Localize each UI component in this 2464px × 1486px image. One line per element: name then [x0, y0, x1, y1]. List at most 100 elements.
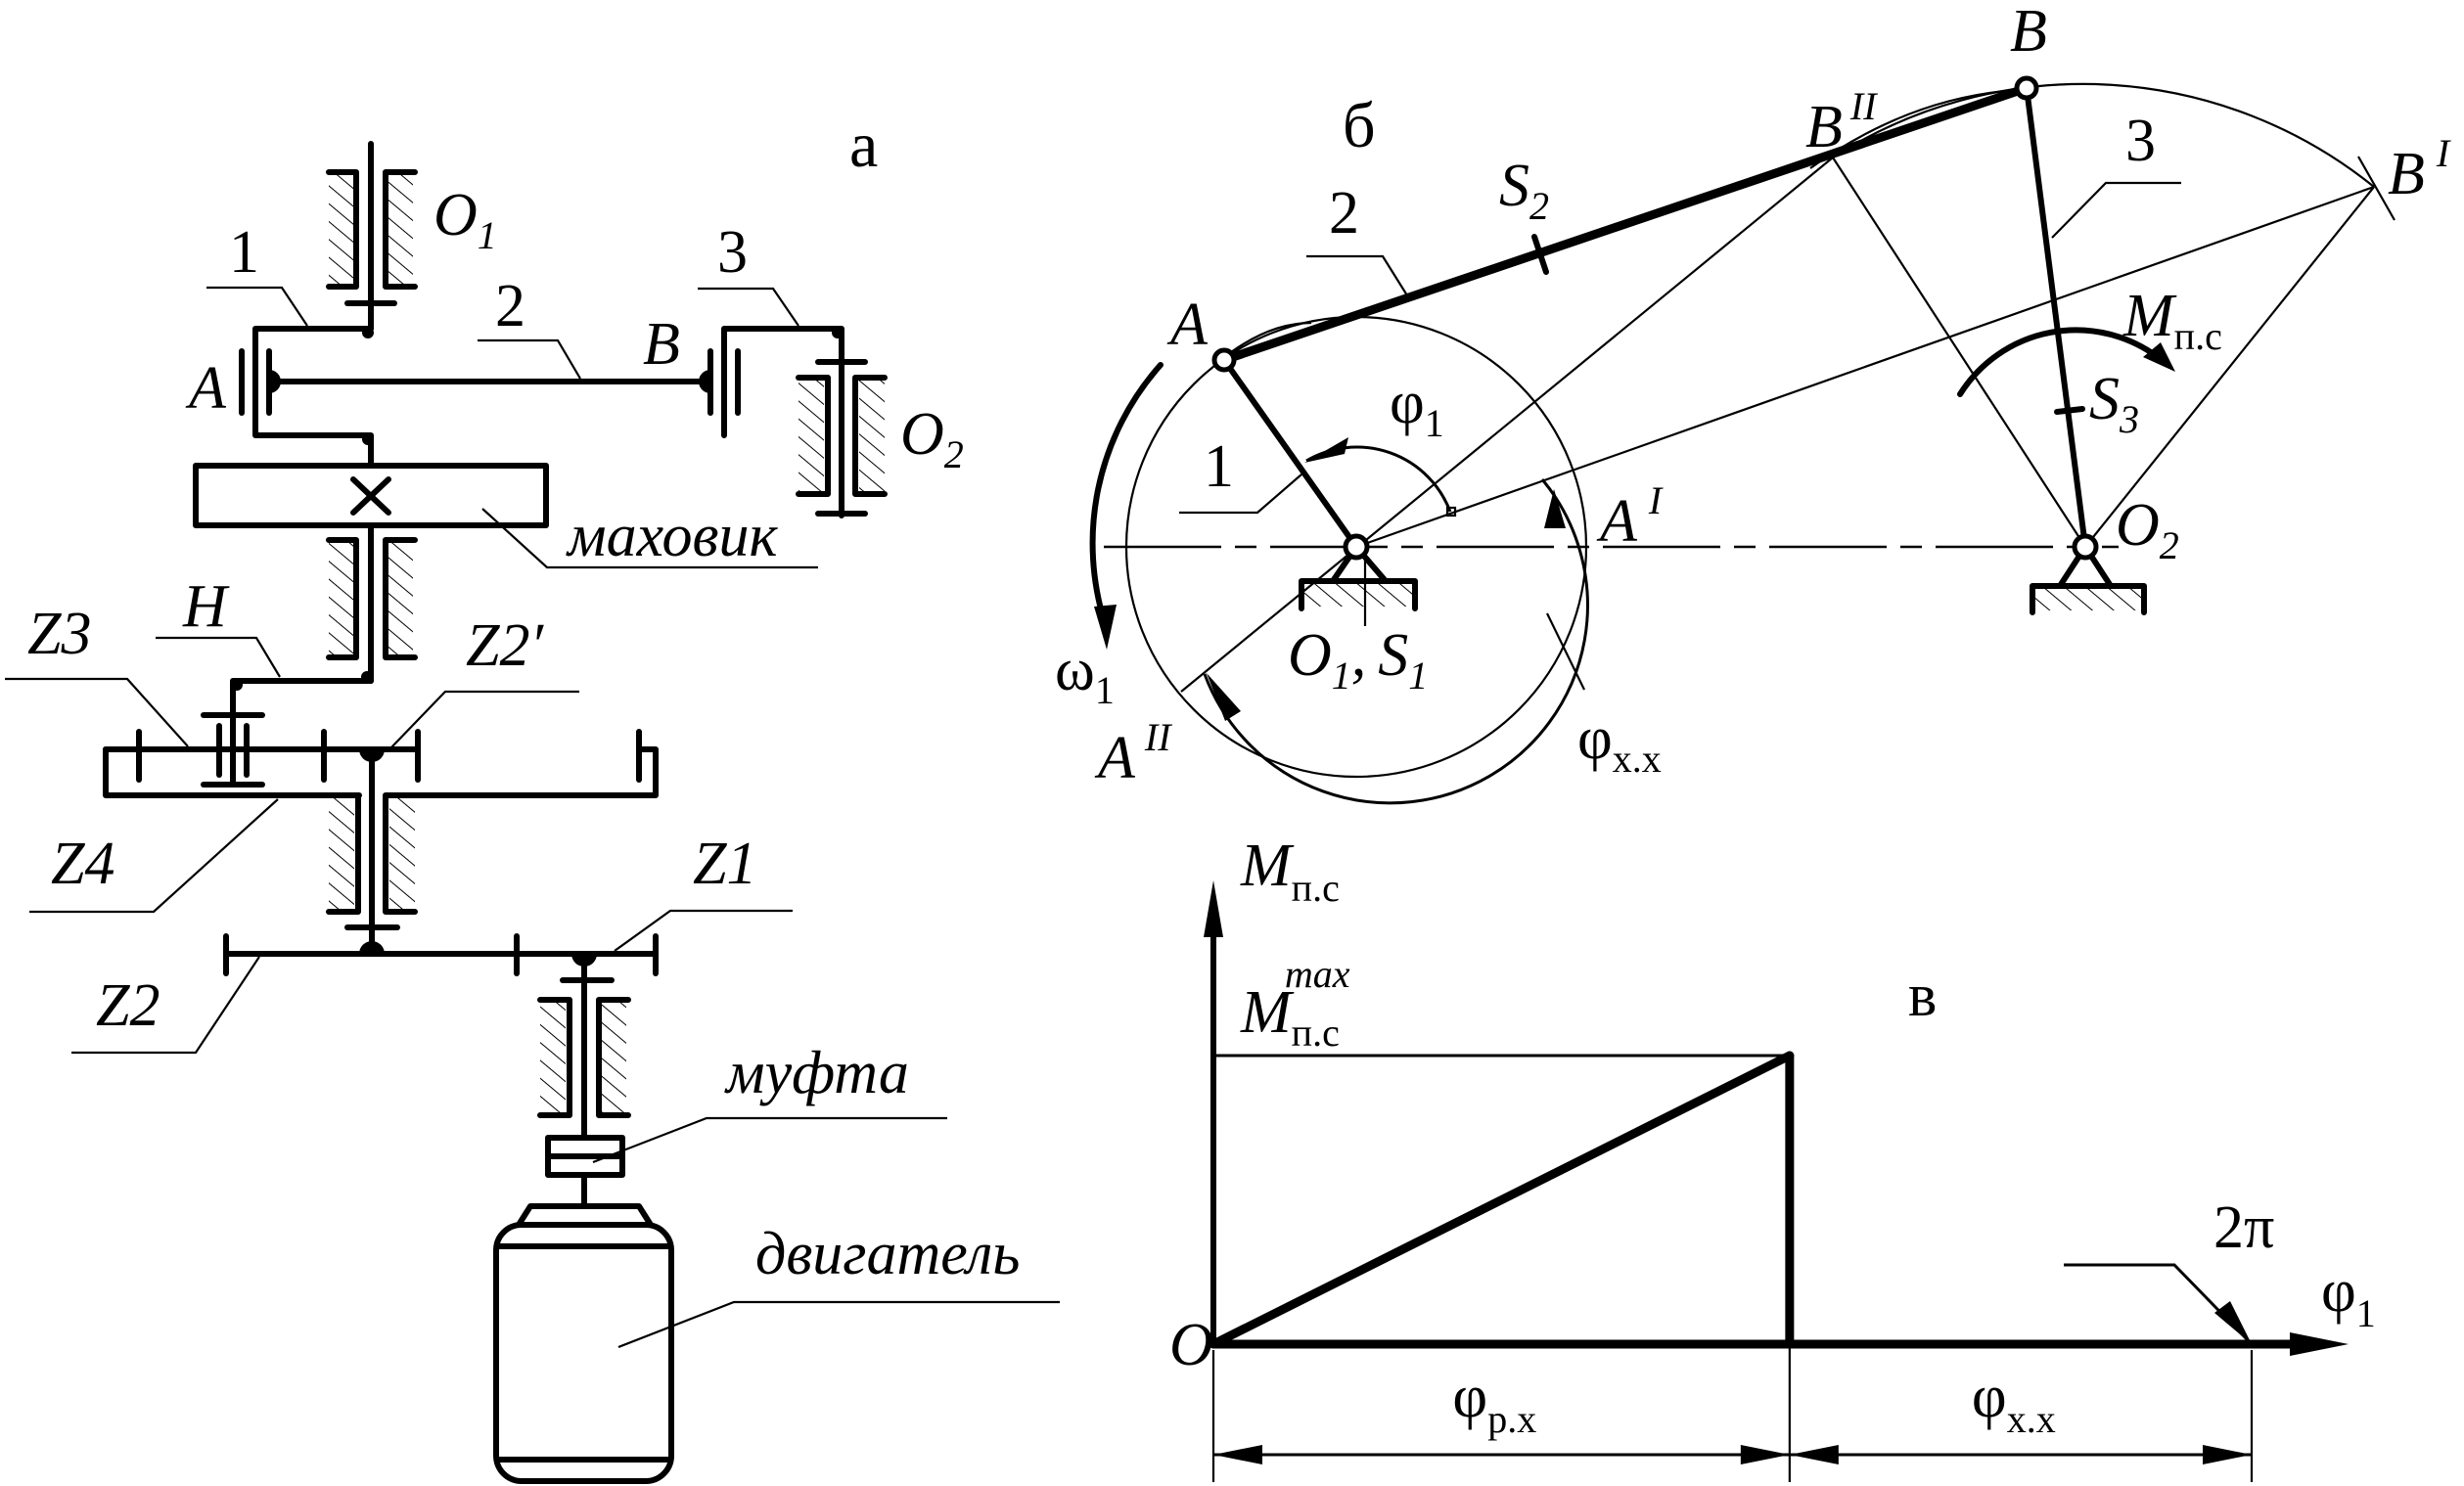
- label-omega1: ω1: [1055, 637, 1115, 712]
- leader-motor: [617, 1300, 1060, 1349]
- bearing-motor: [537, 997, 631, 1118]
- label-a: A: [1166, 292, 1209, 358]
- label-flywheel: маховик: [566, 503, 778, 569]
- label-joint-a: A: [185, 355, 227, 422]
- joint-o1: [1343, 533, 1370, 561]
- arrowhead-phi-xx-right: [1544, 489, 1566, 528]
- label-z2: Z2: [96, 972, 160, 1039]
- leader-coupling: [592, 1116, 947, 1164]
- flywheel-cross: [350, 476, 391, 516]
- weld-dot: [231, 679, 243, 691]
- label-z4: Z4: [51, 831, 114, 897]
- arrowhead-phi-xx-left: [1207, 673, 1241, 721]
- label-joint-b: B: [643, 311, 680, 378]
- ymax-label: Mп.сmax: [1240, 952, 1350, 1055]
- leader-z2prime: [390, 690, 579, 748]
- carrier-h: [230, 662, 374, 788]
- scheme-a: а: [5, 110, 1060, 1484]
- angular-velocity-arrow: [1089, 362, 1164, 629]
- leader-flywheel: [481, 508, 818, 569]
- leader-link-1: [1179, 473, 1302, 515]
- label-motor: двигатель: [755, 1221, 1020, 1287]
- label-o1: O1: [433, 182, 497, 257]
- label-z1: Z1: [693, 831, 756, 897]
- angle-arc-phi-xx: [1203, 478, 1589, 805]
- line-bII-o2: [1832, 157, 2086, 548]
- label-link-1: 1: [1204, 433, 1234, 500]
- ring-gear-z4: [384, 746, 659, 798]
- leader-z4: [29, 798, 279, 914]
- joint-a: [1211, 347, 1237, 373]
- label-z2prime: Z2′: [466, 612, 544, 679]
- line-bI-o2: [2084, 186, 2375, 548]
- arrowhead-moment: [2143, 342, 2175, 372]
- series-ramp: [1209, 1051, 1795, 1349]
- panel-label-b: б: [1343, 90, 1376, 161]
- bearing-o1: [326, 169, 418, 290]
- dimension-arrowhead: [1213, 1445, 1262, 1464]
- label-link-3: 3: [717, 219, 748, 286]
- motor: [493, 1203, 674, 1484]
- panel-label-v: в: [1908, 963, 1937, 1029]
- panel-label-a: а: [849, 110, 878, 181]
- arrowhead-2pi: [2214, 1301, 2252, 1344]
- bearing-middle: [326, 537, 418, 660]
- interval-label-phi-rx: φр.х: [1452, 1364, 1536, 1441]
- leader-link-1: [206, 286, 308, 327]
- leader-link-2: [1306, 254, 1408, 296]
- hub-z2: [359, 941, 385, 954]
- leader-carrier: [156, 636, 281, 678]
- rocker-3: [2024, 85, 2088, 550]
- tick-bI: [2357, 156, 2396, 221]
- bearing-lower: [326, 792, 418, 915]
- label-b: B: [2010, 0, 2047, 65]
- interval-label-phi-xx: φх.х: [1972, 1364, 2056, 1441]
- label-coupling: муфта: [724, 1040, 909, 1106]
- dimension-arrowhead: [2203, 1445, 2252, 1464]
- coupler-2: [1219, 83, 2031, 365]
- joint-o2: [2072, 533, 2099, 561]
- label-link-1: 1: [229, 219, 259, 286]
- label-moment: Mп.с: [2122, 283, 2222, 358]
- moment-arrow: [1957, 327, 2161, 397]
- label-link-2: 2: [1329, 180, 1359, 247]
- leader-link-3: [2051, 181, 2181, 239]
- rocker-link-3: [721, 326, 844, 518]
- label-carrier-h: H: [182, 573, 230, 640]
- dimension-arrowhead: [1789, 1445, 1839, 1464]
- resistance-moment-graph: в O Mп.с Mп.сmax 2π φ1 φр.х φх.х: [1169, 833, 2376, 1482]
- line-o1-bI: [1355, 185, 2375, 549]
- label-phi1: φ1: [1390, 370, 1444, 445]
- leader-2pi: [2064, 1263, 2250, 1342]
- label-phi-xx: φх.х: [1577, 705, 1662, 781]
- label-o2: O2: [900, 401, 964, 476]
- leader-phi-xx: [1546, 612, 1585, 691]
- center-mass-s3-tick: [2054, 406, 2085, 415]
- joint-b: [2014, 75, 2039, 101]
- marker-a-dir: [1445, 506, 1457, 518]
- leader-z3: [5, 677, 189, 747]
- ring-gear-z4: [103, 746, 362, 798]
- dimension-arrows: [1213, 1445, 2252, 1464]
- arc-a-small: [1230, 321, 1312, 353]
- crank-link-1: [252, 326, 374, 469]
- label-link-3: 3: [2125, 108, 2156, 174]
- leader-z2: [71, 956, 260, 1055]
- label-o2: O2: [2116, 492, 2179, 567]
- label-o1-s1: O1,S1: [1288, 622, 1428, 698]
- label-s3: S3: [2089, 366, 2139, 441]
- leader-link-2: [478, 338, 581, 380]
- weld-dot: [362, 433, 374, 445]
- center-mass-s2-tick: [1531, 234, 1549, 275]
- line-aII-bII: [1180, 157, 1834, 693]
- weld-dot: [362, 327, 374, 338]
- bearing-o2: [796, 375, 888, 497]
- x-axis-label: φ1: [2321, 1258, 2376, 1335]
- dimension-arrowhead: [1740, 1445, 1790, 1464]
- arc-b-swing: [1832, 82, 2375, 188]
